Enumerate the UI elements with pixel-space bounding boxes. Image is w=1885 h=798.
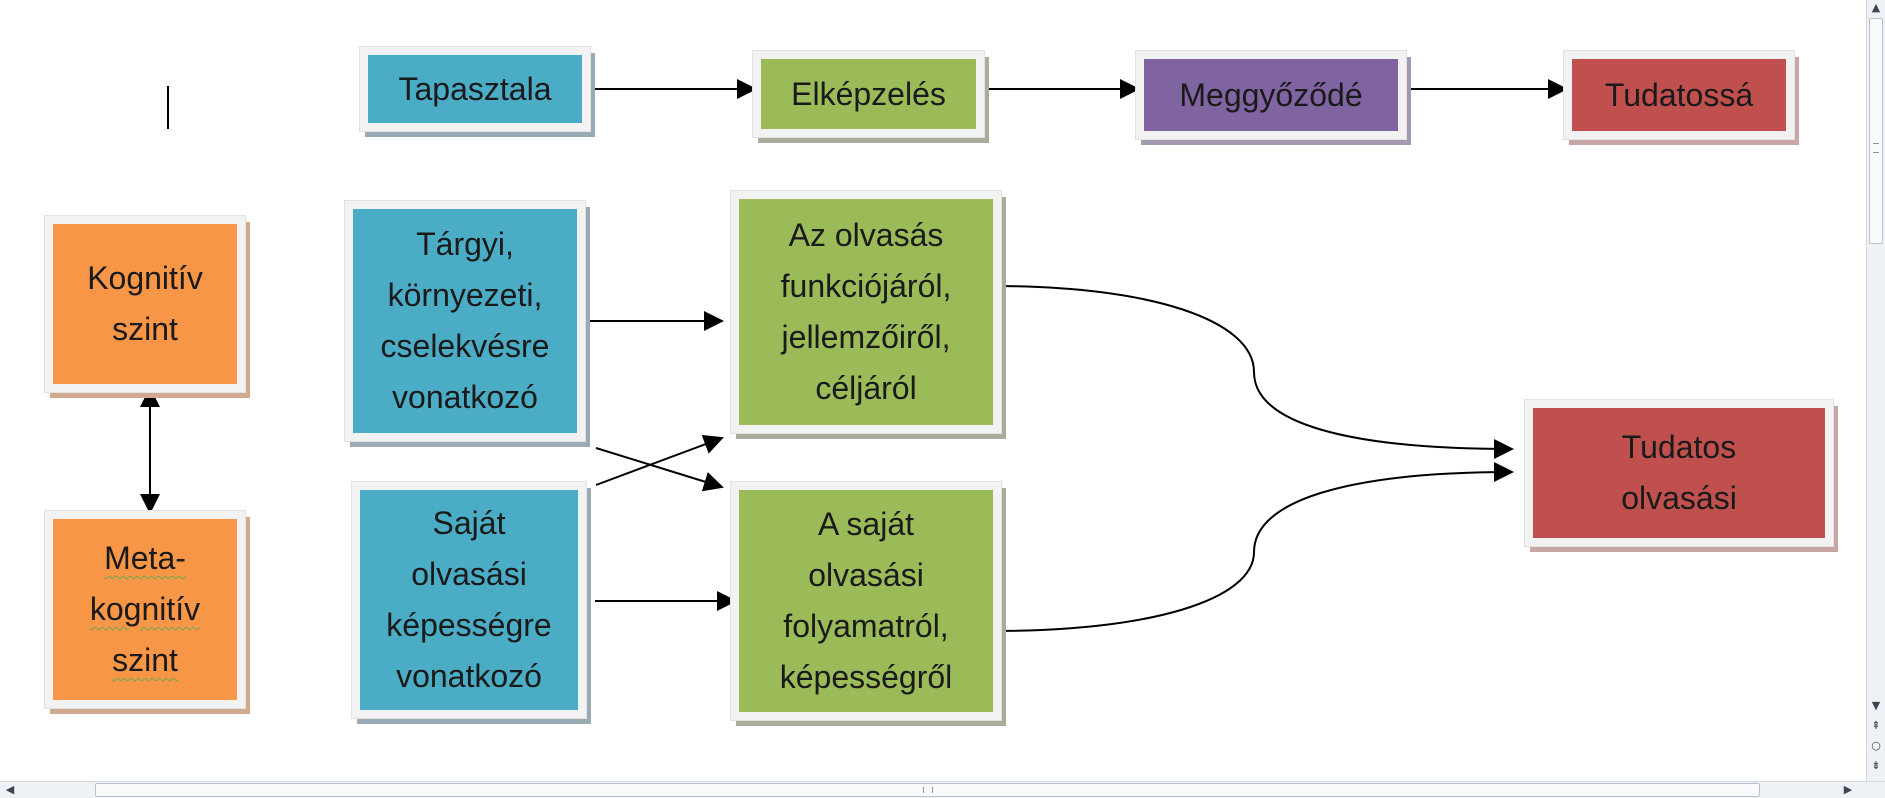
- node-text-line: Meta-: [104, 540, 186, 576]
- node-text-line: szint: [112, 311, 178, 347]
- node-metakognitiv-szint[interactable]: Meta- kognitív szint: [44, 510, 246, 709]
- node-sajat-folyamat-text: A saját olvasási folyamatról, képességrő…: [780, 499, 953, 703]
- node-text-line: vonatkozó: [392, 379, 538, 415]
- scroll-right-icon[interactable]: ▶: [1843, 783, 1853, 796]
- curve-folyamat-to-result: [994, 462, 1514, 632]
- node-text-line: Tudatos: [1621, 429, 1737, 465]
- node-sajat[interactable]: Saját olvasási képességre vonatkozó: [351, 481, 587, 719]
- node-text-line: Kognitív: [87, 260, 203, 296]
- curve-olvasas-to-result: [994, 285, 1514, 459]
- grip-icon: [923, 787, 933, 793]
- node-olvasas-funkcio-text: Az olvasás funkciójáról, jellemzőiről, c…: [781, 210, 952, 414]
- scroll-down-icon[interactable]: ▼: [1871, 699, 1881, 712]
- node-text-line: vonatkozó: [396, 658, 542, 694]
- node-tapasztala-text: Tapasztala: [398, 70, 552, 107]
- node-tudatos-olvasasi[interactable]: Tudatos olvasási: [1524, 399, 1834, 547]
- node-text-line: funkciójáról,: [780, 268, 952, 304]
- horizontal-scrollbar[interactable]: ◀ ▶: [0, 781, 1885, 798]
- node-meggyozode[interactable]: Meggyőződé: [1135, 50, 1407, 140]
- node-metakognitiv-szint-text: Meta- kognitív szint: [90, 533, 200, 686]
- node-text-line: jellemzőiről,: [781, 319, 951, 355]
- node-text-line: Tárgyi,: [416, 226, 514, 262]
- node-elkepzeles-text: Elképzelés: [791, 75, 946, 112]
- node-text-line: kognitív: [89, 591, 201, 627]
- scroll-left-icon[interactable]: ◀: [5, 783, 15, 796]
- node-kognitiv-szint-text: Kognitív szint: [87, 253, 203, 355]
- previous-page-icon[interactable]: ⇞: [1871, 719, 1881, 732]
- node-tudatos-olvasasi-text: Tudatos olvasási: [1621, 422, 1737, 524]
- next-page-icon[interactable]: ⇟: [1871, 759, 1881, 772]
- node-olvasas-funkcio[interactable]: Az olvasás funkciójáról, jellemzőiről, c…: [730, 190, 1002, 434]
- node-kognitiv-szint[interactable]: Kognitív szint: [44, 215, 246, 393]
- node-targyi-text: Tárgyi, környezeti, cselekvésre vonatkoz…: [381, 219, 550, 423]
- node-elkepzeles[interactable]: Elképzelés: [752, 50, 985, 138]
- grip-icon: [1873, 143, 1879, 153]
- node-text-line: Az olvasás: [788, 217, 944, 253]
- node-text-line: szint: [112, 642, 178, 678]
- horizontal-scroll-thumb[interactable]: [95, 783, 1760, 797]
- node-text-line: környezeti,: [387, 277, 543, 313]
- node-text-line: képességre: [386, 607, 552, 643]
- select-browse-object-icon[interactable]: ○: [1871, 739, 1881, 752]
- node-text-line: folyamatról,: [783, 608, 949, 644]
- vertical-scroll-thumb[interactable]: [1869, 18, 1883, 244]
- node-text-line: olvasási: [1621, 480, 1737, 516]
- node-tapasztala[interactable]: Tapasztala: [359, 46, 591, 132]
- node-text-line: céljáról: [815, 370, 917, 406]
- node-tudatossa-text: Tudatossá: [1604, 76, 1754, 113]
- node-text-line: olvasási: [808, 557, 924, 593]
- node-sajat-text: Saját olvasási képességre vonatkozó: [386, 498, 551, 702]
- node-text-line: olvasási: [411, 556, 527, 592]
- arrow-targyi-to-folyamat: [595, 447, 724, 492]
- arrow-sajat-to-olvasas: [595, 434, 724, 486]
- node-text-line: Saját: [432, 505, 506, 541]
- node-targyi[interactable]: Tárgyi, környezeti, cselekvésre vonatkoz…: [344, 200, 586, 442]
- node-text-line: cselekvésre: [380, 328, 550, 364]
- node-meggyozode-text: Meggyőződé: [1179, 76, 1363, 113]
- scroll-up-icon[interactable]: ▲: [1871, 1, 1881, 14]
- node-tudatossa[interactable]: Tudatossá: [1563, 50, 1795, 140]
- text-cursor: [167, 86, 169, 129]
- node-sajat-folyamat[interactable]: A saját olvasási folyamatról, képességrő…: [730, 481, 1002, 721]
- node-text-line: A saját: [817, 506, 915, 542]
- vertical-scrollbar[interactable]: ▲ ▼ ⇞ ○ ⇟: [1866, 0, 1885, 781]
- node-text-line: képességről: [779, 659, 953, 695]
